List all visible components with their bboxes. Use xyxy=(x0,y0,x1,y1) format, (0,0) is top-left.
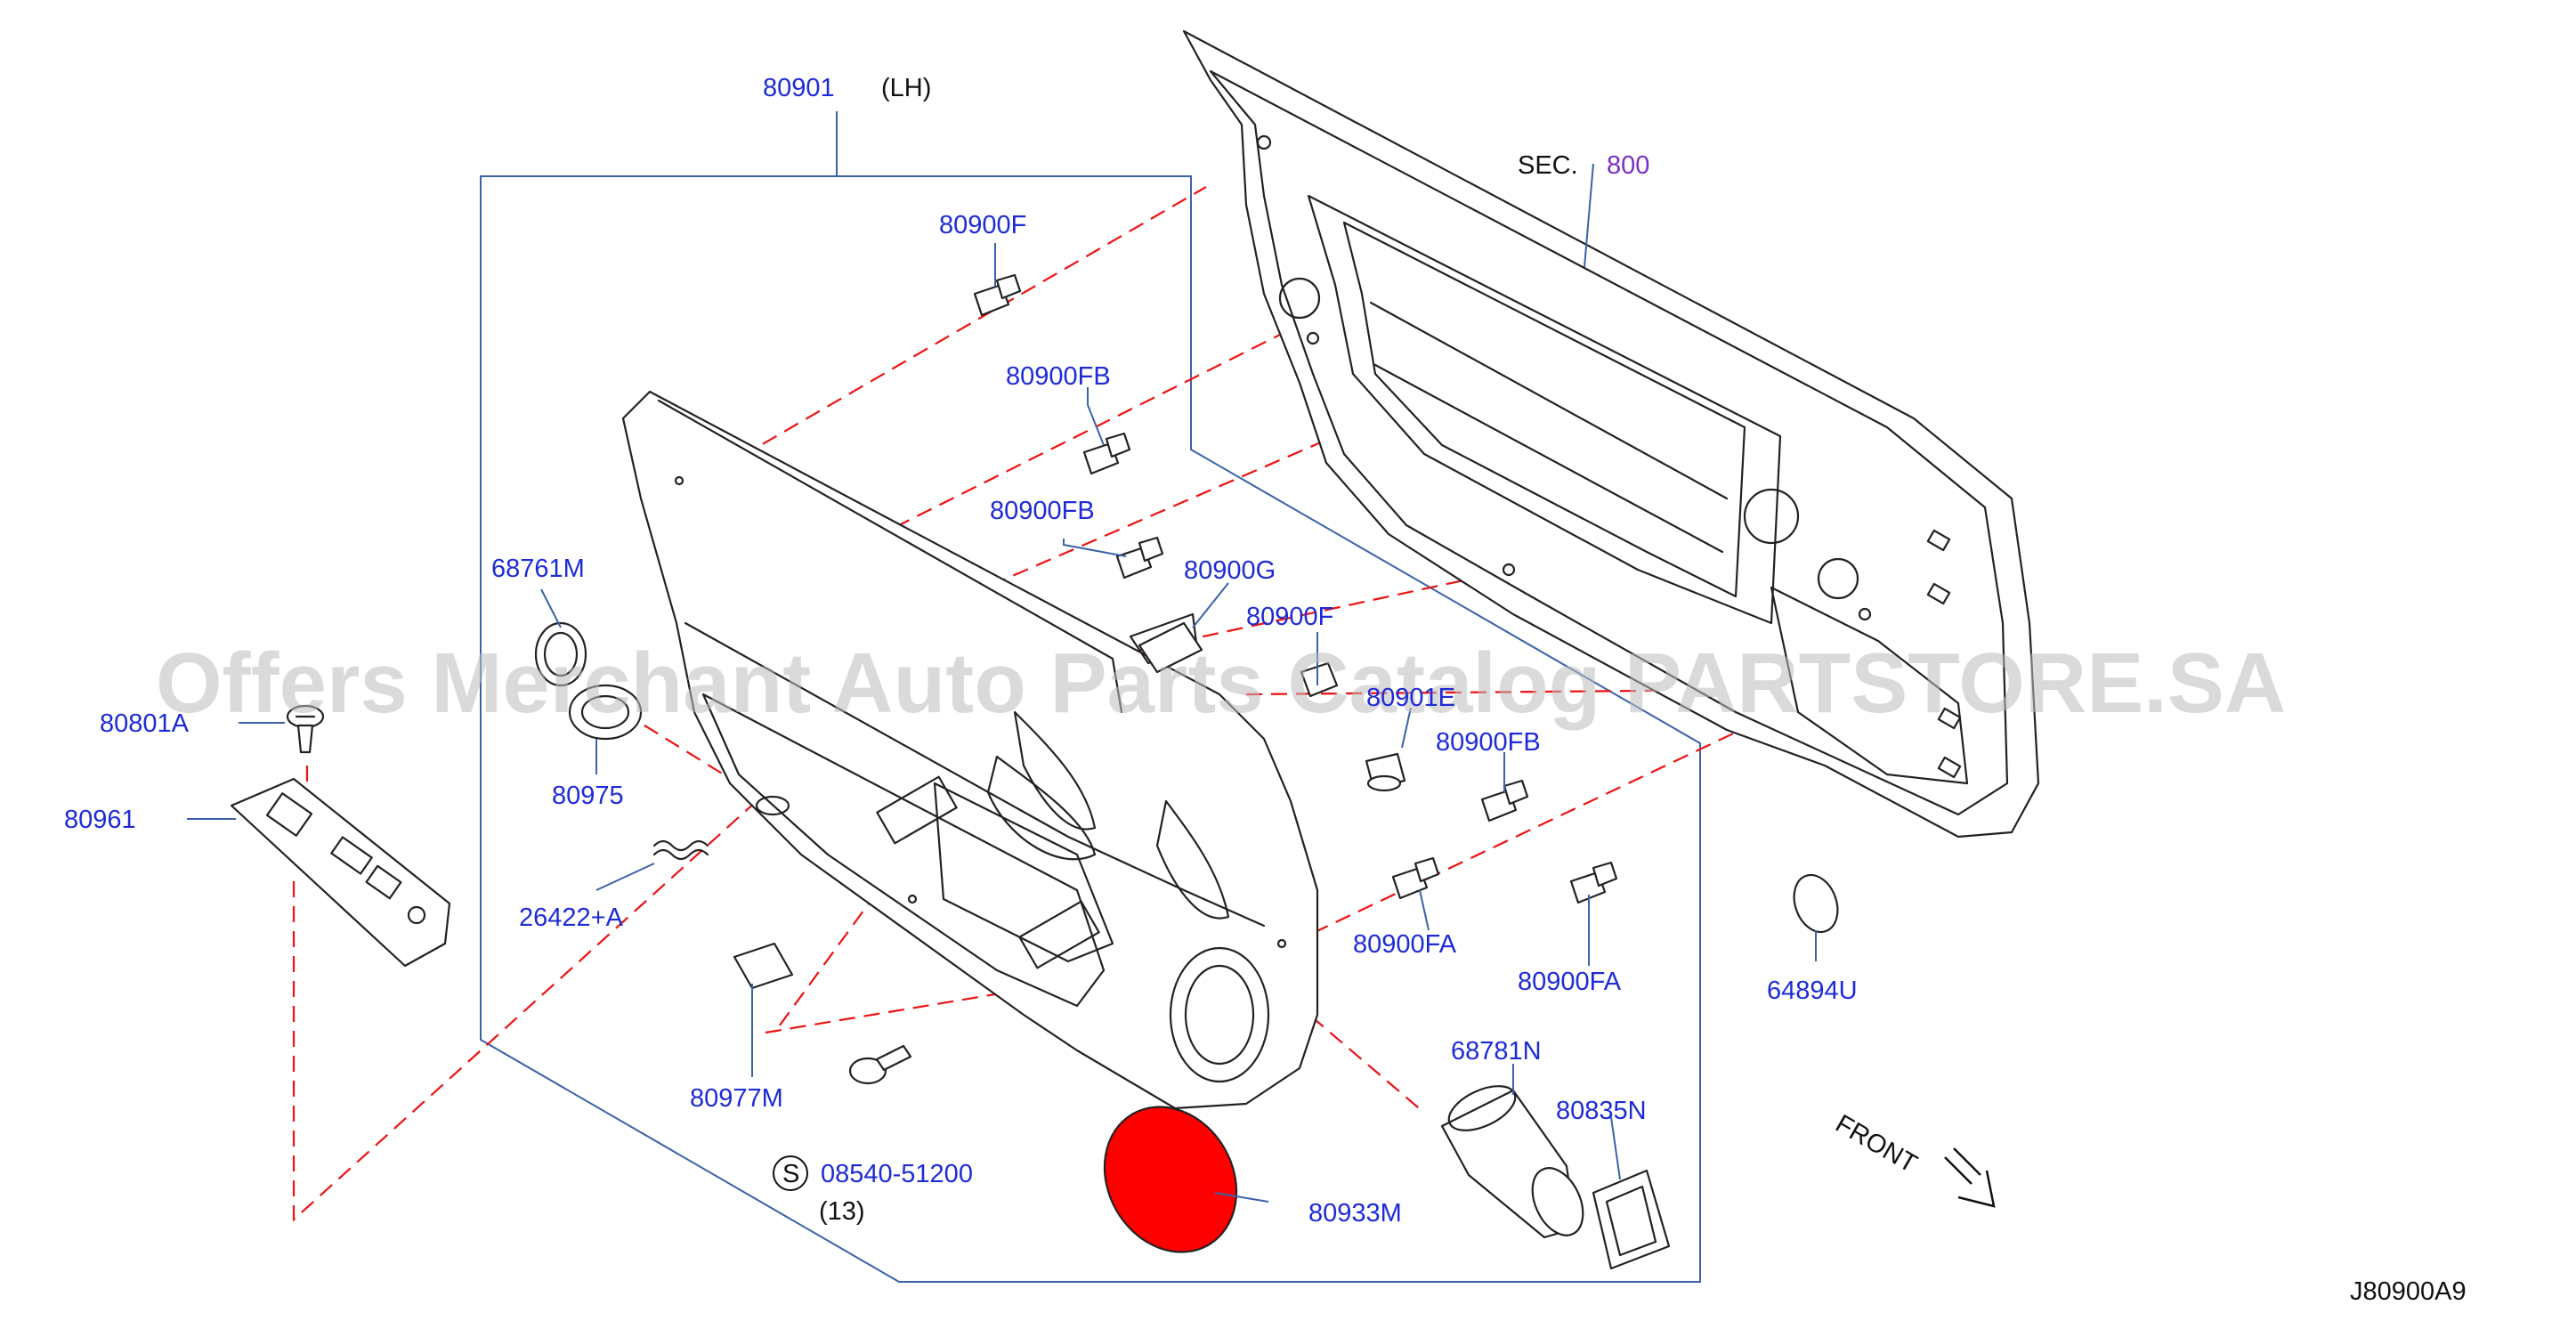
label-80900F-top[interactable]: 80900F xyxy=(939,211,1026,239)
label-80900FB-3[interactable]: 80900FB xyxy=(1436,728,1541,757)
screw-80801A xyxy=(286,704,325,754)
clip-80900FB-1 xyxy=(1082,432,1131,475)
part-68761M xyxy=(534,621,587,687)
label-80900G[interactable]: 80900G xyxy=(1184,556,1276,585)
front-label: FRONT xyxy=(1831,1109,1923,1179)
part-labels: 80901 (LH) SEC. 800 80900F 80900FB 80900… xyxy=(64,74,1858,1228)
label-80900FB-2[interactable]: 80900FB xyxy=(990,497,1095,525)
screw-08540-51200 xyxy=(848,1044,912,1085)
spring-26422A xyxy=(652,839,709,861)
label-section-prefix: SEC. xyxy=(1518,151,1578,180)
part-80975 xyxy=(568,684,643,741)
label-80901[interactable]: 80901 xyxy=(763,74,835,102)
clip-80900FB-2 xyxy=(1115,536,1164,579)
label-68781N[interactable]: 68781N xyxy=(1451,1037,1542,1066)
clip-80900FB-3 xyxy=(1480,779,1529,823)
label-80975[interactable]: 80975 xyxy=(552,782,624,810)
clip-80900F-mid xyxy=(1300,661,1339,698)
front-direction: FRONT xyxy=(1831,1109,1996,1208)
clip-80900FA-1 xyxy=(1391,856,1440,900)
label-80977M[interactable]: 80977M xyxy=(690,1084,783,1113)
clip-80901E xyxy=(1365,752,1406,792)
assembly-frame xyxy=(480,111,1701,1283)
duct-68781N xyxy=(1440,1085,1584,1239)
clip-80900G xyxy=(1138,621,1203,674)
label-80961[interactable]: 80961 xyxy=(64,806,136,834)
label-screw-qty: (13) xyxy=(819,1197,865,1226)
pad-80977M xyxy=(733,942,794,990)
label-80900FA-1[interactable]: 80900FA xyxy=(1353,930,1457,959)
clip-80900FA-2 xyxy=(1569,861,1618,904)
label-68761M[interactable]: 68761M xyxy=(491,555,585,583)
gasket-80835N xyxy=(1592,1169,1671,1270)
switch-bezel-80961 xyxy=(230,777,451,968)
label-screw-part[interactable]: 08540-51200 xyxy=(821,1160,973,1188)
label-26422A[interactable]: 26422+A xyxy=(519,904,624,932)
clip-80900F-top xyxy=(973,273,1022,317)
screw-callout[interactable]: S 08540-51200 (13) xyxy=(773,1155,973,1226)
label-64894U[interactable]: 64894U xyxy=(1767,977,1858,1005)
screw-symbol: S xyxy=(782,1160,799,1188)
door-trim-panel xyxy=(621,390,1319,1110)
cap-80933M[interactable] xyxy=(1079,1082,1262,1276)
label-80801A[interactable]: 80801A xyxy=(100,709,190,738)
door-inner-panel xyxy=(1182,29,2040,839)
cover-64894U xyxy=(1793,873,1839,934)
label-section-number[interactable]: 800 xyxy=(1607,151,1649,180)
leader-lines xyxy=(187,163,1817,1203)
label-80933M[interactable]: 80933M xyxy=(1308,1199,1402,1228)
label-80835N[interactable]: 80835N xyxy=(1556,1097,1647,1125)
label-80900F-mid[interactable]: 80900F xyxy=(1246,603,1333,631)
label-80900FA-2[interactable]: 80900FA xyxy=(1518,968,1622,996)
diagram-code: J80900A9 xyxy=(2350,1277,2467,1306)
label-side: (LH) xyxy=(881,74,931,102)
label-80900FB-1[interactable]: 80900FB xyxy=(1006,362,1111,391)
arrow-down-right-icon xyxy=(1944,1147,1996,1208)
watermark: Offers Merchant Auto Parts Catalog PARTS… xyxy=(156,636,2286,731)
label-80901E[interactable]: 80901E xyxy=(1366,684,1455,712)
